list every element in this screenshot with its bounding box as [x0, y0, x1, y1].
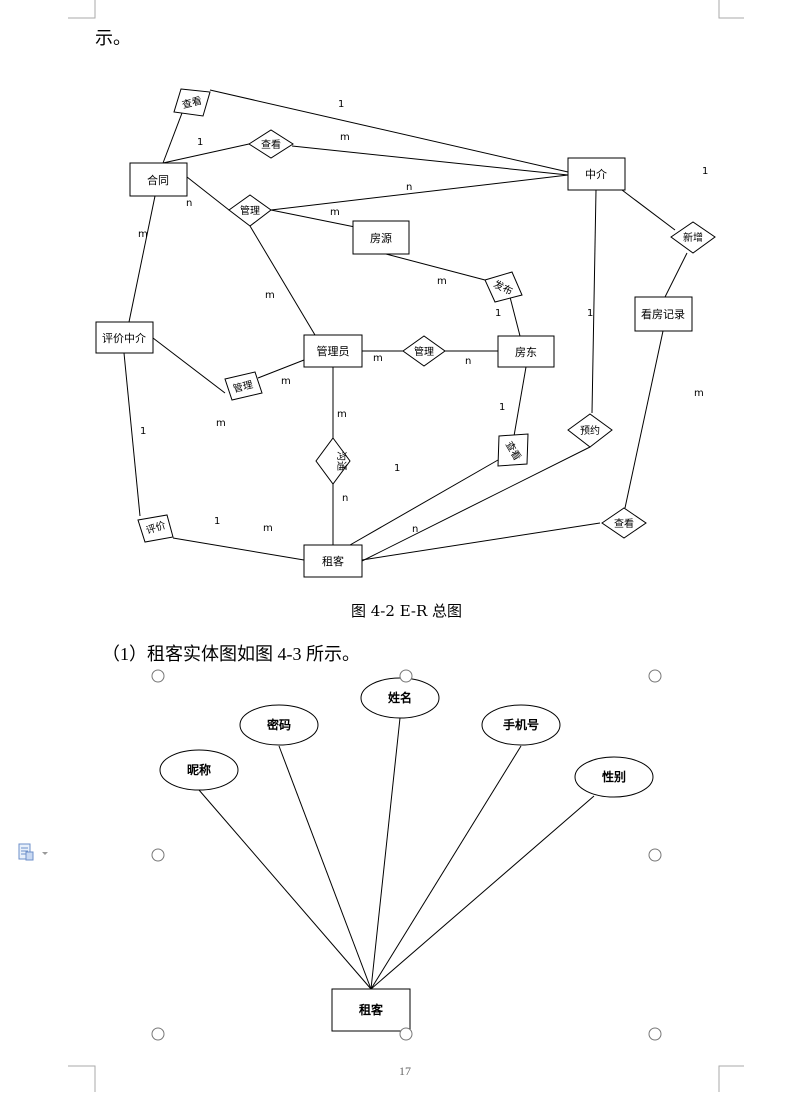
resize-handle[interactable] — [151, 848, 165, 862]
attribute-connector-lines — [198, 717, 595, 990]
entity-fangyuan-label: 房源 — [370, 231, 392, 245]
cardinality-label: 1 — [587, 308, 593, 319]
cardinality-label: 1 — [394, 463, 400, 474]
cardinality-label: m — [138, 229, 148, 240]
top-paragraph-text: 示。 — [95, 28, 131, 48]
entity-kanfang: 看房记录 — [634, 296, 693, 332]
cardinality-label: 1 — [214, 516, 220, 527]
relationship-chakan-mid: 查看 — [248, 129, 294, 159]
relationship-chakan-right: 查看 — [601, 507, 647, 539]
attribute-nickname: 昵称 — [159, 749, 239, 791]
relationship-guanli-top: 管理 — [228, 194, 272, 227]
resize-handle[interactable] — [151, 1027, 165, 1041]
entity-zuke: 租客 — [303, 544, 363, 578]
entity-pingjia: 评价中介 — [95, 321, 154, 354]
attribute-password: 密码 — [239, 704, 319, 746]
relationship-guanli-left: 管理 — [224, 371, 263, 401]
relationship-guanli-top-label: 管理 — [240, 204, 260, 217]
relationship-chakan-mid-label: 查看 — [261, 138, 281, 151]
relationship-goutong-label: 沟通 — [335, 451, 348, 471]
attribute-name: 姓名 — [360, 677, 440, 719]
attribute-gender-label: 性别 — [601, 769, 626, 784]
cardinality-label: m — [263, 523, 273, 534]
cardinality-label: m — [216, 418, 226, 429]
resize-handle[interactable] — [648, 848, 662, 862]
cardinality-label: n — [412, 524, 418, 535]
cardinality-label: 1 — [702, 166, 708, 177]
cardinality-label: n — [406, 182, 412, 193]
relationship-yuyue: 预约 — [567, 413, 613, 448]
layout-options-icon[interactable] — [18, 843, 48, 863]
resize-handle[interactable] — [151, 669, 165, 683]
relationship-pingjia: 评价 — [137, 514, 174, 543]
cardinality-label: n — [342, 493, 348, 504]
entity-hetong-label: 合同 — [147, 173, 169, 187]
attribute-password-label: 密码 — [267, 717, 291, 732]
cardinality-label: m — [337, 409, 347, 420]
cardinality-label: m — [281, 376, 291, 387]
er-overall-diagram: 合同 中介 房源 看房记录 评价中介 管理员 房东 租客 查看 查看 管理 — [95, 88, 716, 578]
relationship-pingjia-label: 评价 — [145, 519, 168, 537]
attribute-name-label: 姓名 — [388, 690, 412, 705]
resize-handle[interactable] — [648, 1027, 662, 1041]
attribute-nickname-label: 昵称 — [187, 762, 211, 777]
page-number: 17 — [399, 1064, 411, 1078]
relationship-yuyue-label: 预约 — [580, 424, 600, 437]
cardinality-labels: 1 1 m n n m 1 m m m 1 1 m n m 1 m 1 m 1 … — [138, 99, 708, 535]
attribute-gender: 性别 — [574, 756, 654, 798]
relationship-chakan-top: 查看 — [173, 88, 211, 117]
entity-tenant: 租客 — [331, 988, 411, 1032]
cardinality-label: m — [437, 276, 447, 287]
er-connector-lines — [123, 89, 688, 562]
entity-guanliyuan-label: 管理员 — [317, 344, 350, 358]
relationship-fabu: 发布 — [484, 271, 523, 303]
relationship-guanli-mid: 管理 — [402, 335, 446, 367]
attribute-phone: 手机号 — [481, 704, 561, 746]
cardinality-label: m — [340, 132, 350, 143]
cardinality-label: n — [186, 198, 192, 209]
entity-kanfang-label: 看房记录 — [641, 307, 685, 321]
relationship-chakan-right-label: 查看 — [614, 517, 634, 530]
relationship-xinzeng-label: 新增 — [683, 231, 703, 244]
entity-zhongjie: 中介 — [567, 157, 626, 191]
resize-handle[interactable] — [399, 1027, 413, 1041]
cardinality-label: 1 — [499, 402, 505, 413]
selection-handles — [151, 669, 662, 1041]
relationship-guanli-mid-label: 管理 — [414, 345, 434, 358]
entity-guanliyuan: 管理员 — [303, 334, 363, 368]
entity-pingjia-label: 评价中介 — [102, 332, 146, 345]
cardinality-label: 1 — [495, 308, 501, 319]
entity-fangdong-label: 房东 — [515, 346, 537, 359]
resize-handle[interactable] — [399, 669, 413, 683]
cardinality-label: m — [694, 388, 704, 399]
entity-zhongjie-label: 中介 — [585, 168, 607, 181]
entity-fangdong: 房东 — [497, 335, 555, 368]
entity-zuke-label: 租客 — [322, 554, 344, 568]
cardinality-label: 1 — [197, 137, 203, 148]
cardinality-label: m — [265, 290, 275, 301]
cardinality-label: 1 — [338, 99, 344, 110]
relationship-chakan-fd: 查看 — [497, 433, 529, 467]
cardinality-label: m — [373, 353, 383, 364]
entity-fangyuan: 房源 — [352, 220, 410, 255]
section-paragraph-text: （1）租客实体图如图 4-3 所示。 — [102, 644, 360, 664]
figure-caption: 图 4-2 E-R 总图 — [351, 602, 463, 620]
relationship-xinzeng: 新增 — [670, 221, 716, 254]
entity-tenant-label: 租客 — [359, 1002, 384, 1017]
cardinality-label: 1 — [140, 426, 146, 437]
cardinality-label: n — [465, 356, 471, 367]
cardinality-label: m — [330, 207, 340, 218]
relationship-goutong: 沟通 — [315, 437, 351, 485]
tenant-entity-diagram[interactable]: 昵称 密码 姓名 手机号 性别 租客 — [0, 660, 810, 1060]
entity-hetong: 合同 — [129, 162, 188, 197]
attribute-phone-label: 手机号 — [503, 717, 539, 732]
resize-handle[interactable] — [648, 669, 662, 683]
